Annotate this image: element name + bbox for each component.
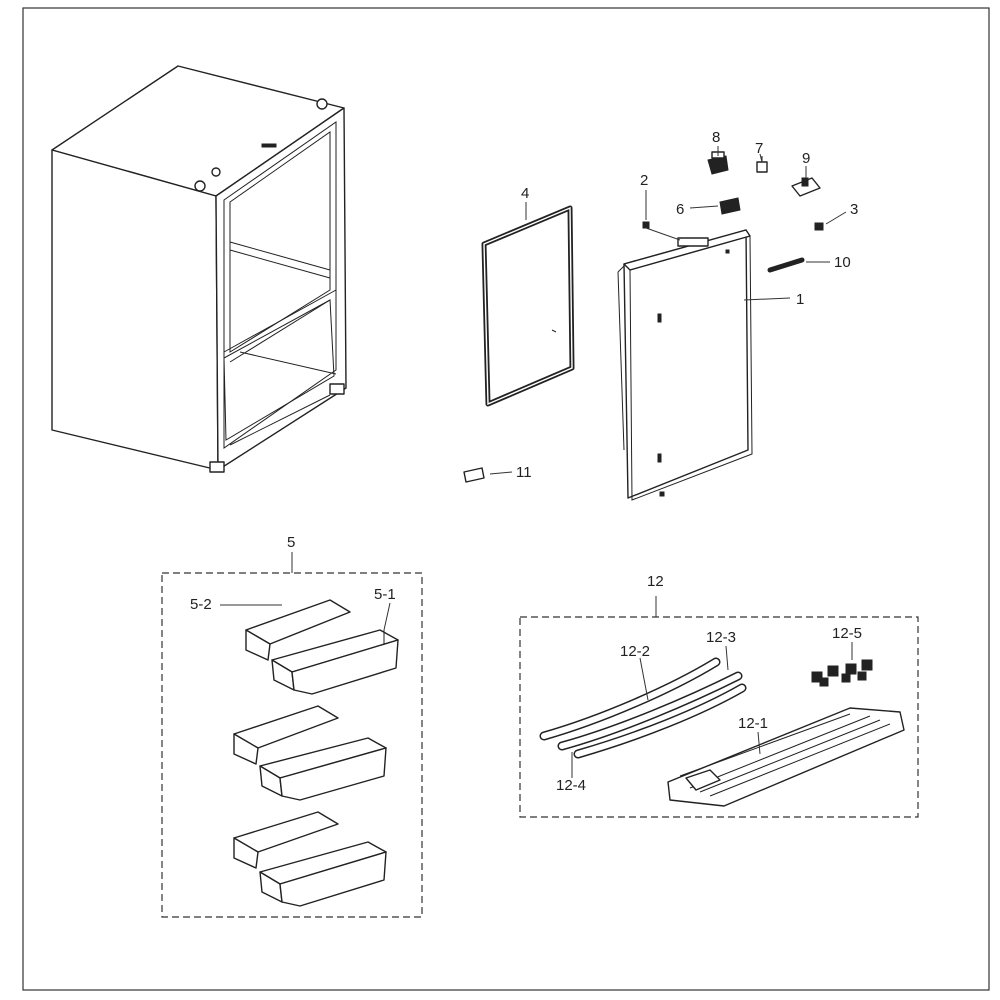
pin-part-2 (642, 221, 650, 229)
refrigerator-cabinet (51, 65, 347, 473)
label-8: 8 (712, 129, 720, 146)
label-5: 5 (287, 534, 295, 551)
label-12-2: 12-2 (620, 643, 650, 660)
label-9: 9 (802, 150, 810, 167)
label-12-1: 12-1 (738, 715, 768, 732)
cap-part-3 (814, 222, 824, 231)
door-bin-2 (233, 705, 387, 801)
block-part-11 (463, 467, 485, 483)
label-1: 1 (796, 291, 804, 308)
label-4: 4 (521, 185, 529, 202)
label-11: 11 (516, 464, 532, 481)
label-12-3: 12-3 (706, 629, 736, 646)
diagram-frame (22, 7, 990, 991)
group-12-box (519, 616, 919, 818)
hinge-part-9 (791, 177, 821, 197)
label-10: 10 (834, 254, 851, 271)
label-2: 2 (640, 172, 648, 189)
dispenser-tray-part-12-1 (667, 707, 905, 807)
door-bin-1 (245, 599, 399, 695)
group-5-box (161, 572, 423, 918)
door-assembly-part-1 (617, 229, 753, 501)
tubes-part-12-2-12-3 (539, 657, 747, 759)
callout-labels: 1 2 3 4 5 5-1 5-2 6 7 8 9 10 11 12 12-1 … (190, 129, 862, 794)
door-bin-3 (233, 811, 387, 907)
label-12: 12 (647, 573, 664, 590)
shaft-part-10 (767, 257, 805, 273)
leader-lines (489, 146, 847, 475)
hinge-cover-part-6 (719, 197, 741, 215)
door-gasket-part-4 (481, 205, 575, 407)
label-12-5: 12-5 (832, 625, 862, 642)
fittings-part-12-5 (811, 659, 873, 687)
label-7: 7 (755, 140, 763, 157)
label-5-2: 5-2 (190, 596, 212, 613)
label-5-1: 5-1 (374, 586, 396, 603)
label-3: 3 (850, 201, 858, 218)
label-6: 6 (676, 201, 684, 218)
screw-part-7 (756, 156, 768, 173)
label-12-4: 12-4 (556, 777, 586, 794)
